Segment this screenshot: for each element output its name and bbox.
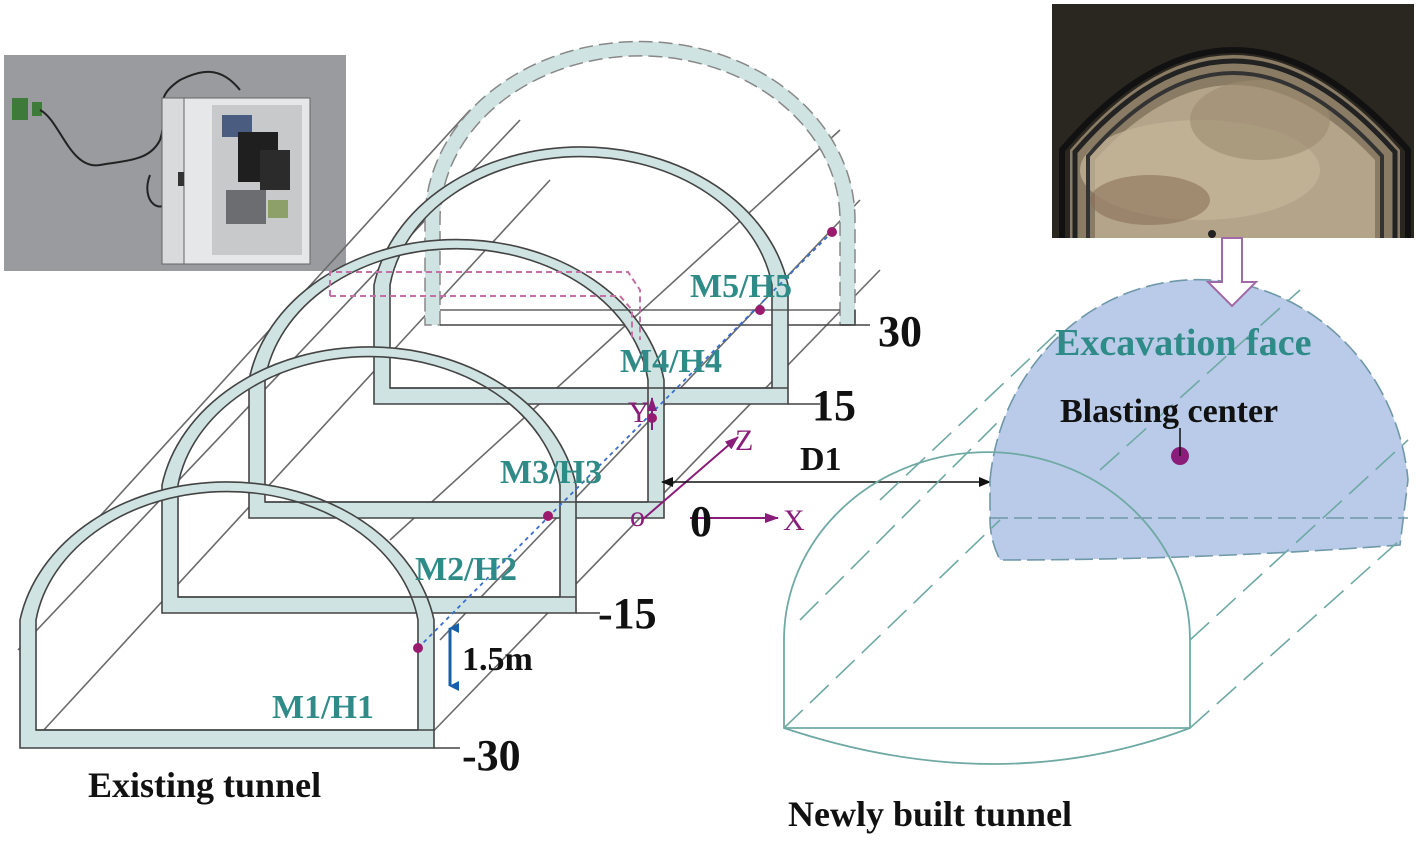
new-tunnel-front-section xyxy=(783,451,1191,765)
measure-point-m5 xyxy=(827,227,837,237)
blasting-center-label: Blasting center xyxy=(1060,393,1278,430)
position-15: 15 xyxy=(812,381,856,430)
measure-point-m4 xyxy=(755,305,765,315)
labels: M1/H1 M2/H2 M3/H3 M4/H4 M5/H5 -30 -15 0 … xyxy=(88,268,1311,834)
origin-label: o xyxy=(630,500,645,533)
axis-y-label: Y xyxy=(628,396,650,429)
measure-point-m2 xyxy=(543,511,553,521)
excavation-face-shape xyxy=(989,278,1409,561)
tunnel-ring-30 xyxy=(424,40,870,326)
measuring-line xyxy=(417,231,833,649)
excavation-face-label: Excavation face xyxy=(1055,322,1311,364)
label-m3: M3/H3 xyxy=(500,454,602,491)
tunnel-ring-minus30 xyxy=(19,481,460,749)
axis-x-label: X xyxy=(783,504,805,537)
label-m4: M4/H4 xyxy=(620,343,722,380)
measure-points xyxy=(413,227,837,653)
label-m5: M5/H5 xyxy=(690,268,792,305)
tunnel-ring-15 xyxy=(373,146,820,405)
tunnel-face-photo xyxy=(1052,4,1414,238)
height-label: 1.5m xyxy=(462,641,533,678)
pink-dashed-outline xyxy=(329,271,641,340)
position-0: 0 xyxy=(690,497,712,546)
tunnel-ring-minus15 xyxy=(161,346,600,614)
position-minus30: -30 xyxy=(462,731,521,780)
position-minus15: -15 xyxy=(598,589,657,638)
label-m1: M1/H1 xyxy=(272,689,374,726)
measure-point-m1 xyxy=(413,643,423,653)
existing-tunnel-caption: Existing tunnel xyxy=(88,765,321,805)
new-tunnel-caption: Newly built tunnel xyxy=(788,794,1072,834)
existing-tunnel-rings xyxy=(19,40,870,749)
monitor-box-photo xyxy=(4,55,346,271)
label-m2: M2/H2 xyxy=(415,551,517,588)
position-30: 30 xyxy=(878,307,922,356)
distance-label: D1 xyxy=(800,441,842,478)
photo-to-face-arrow xyxy=(1205,237,1259,308)
new-tunnel xyxy=(783,278,1409,765)
axis-z-label: Z xyxy=(735,424,753,457)
